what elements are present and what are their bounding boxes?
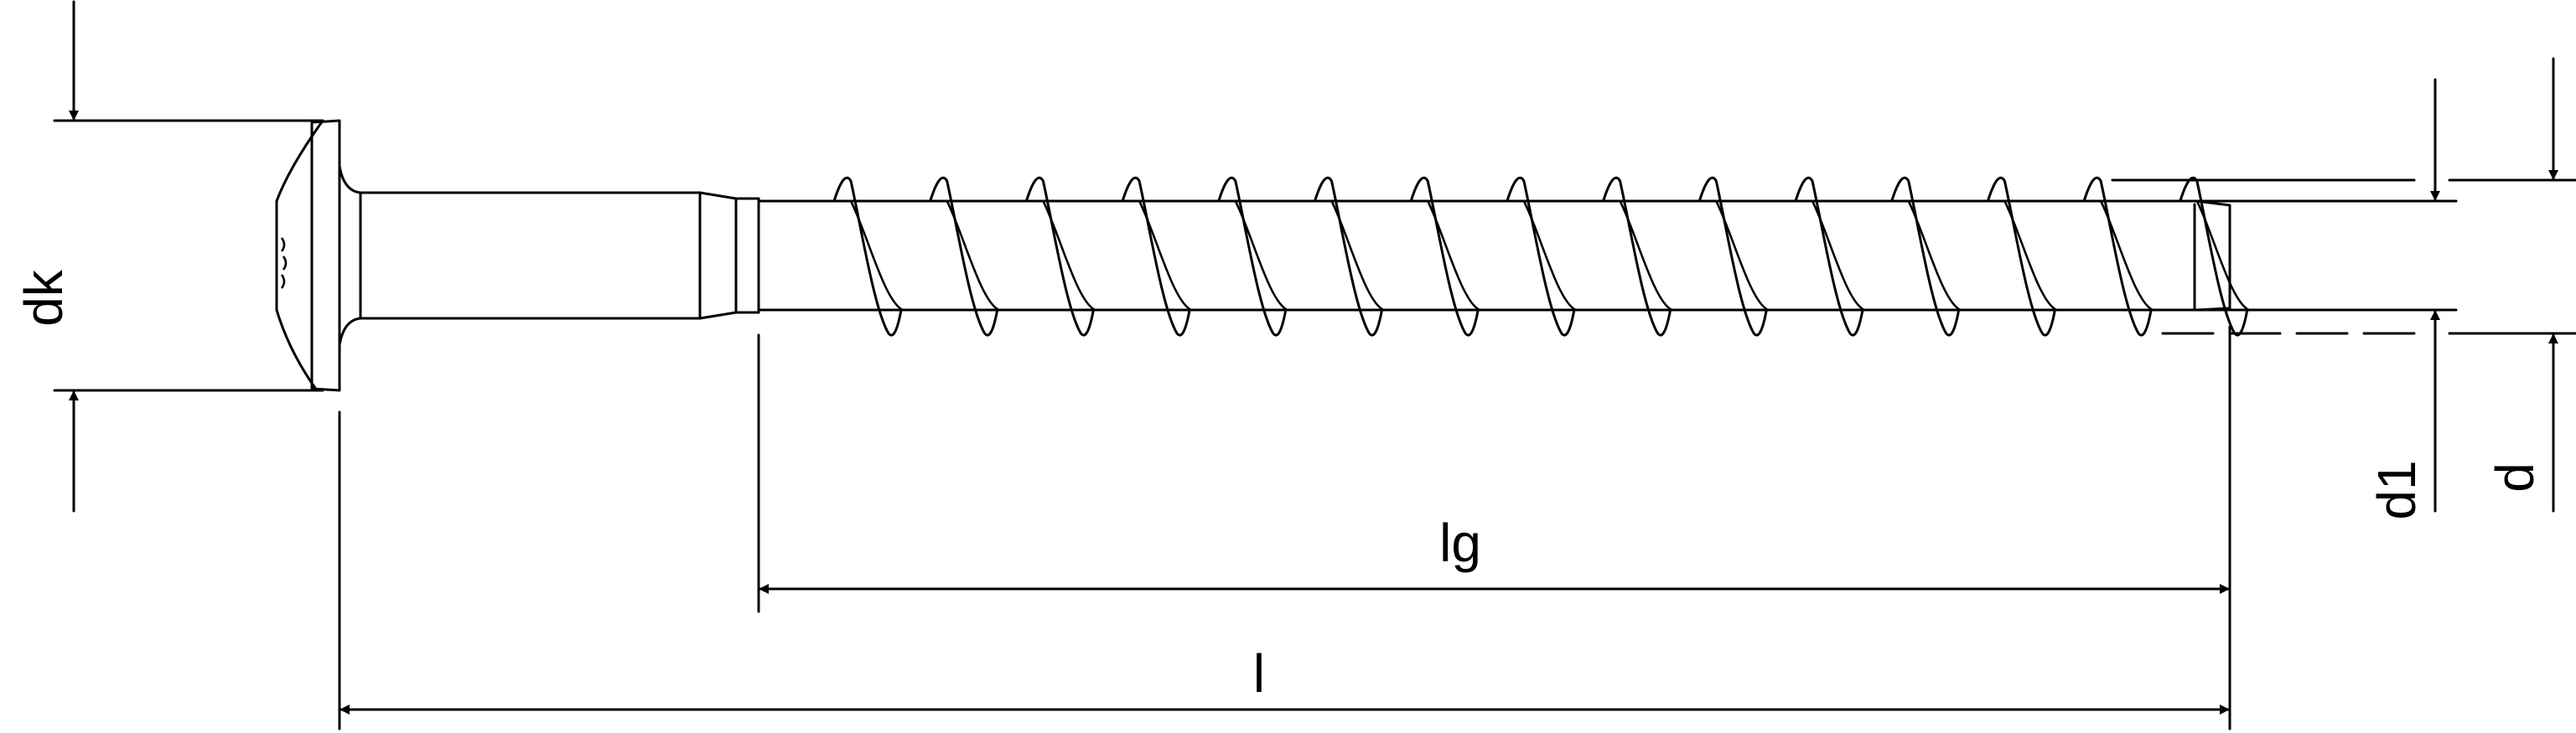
d1-dimension: d1 (2169, 78, 2458, 520)
thread-flight (1314, 176, 1383, 337)
thread-flight-back (1330, 200, 1385, 312)
lg-dimension: lg (757, 513, 2231, 594)
thread-flight (1697, 176, 1768, 337)
thread-flight (1409, 176, 1480, 337)
d-label: d (2485, 462, 2545, 493)
thread-flight (1506, 176, 1576, 337)
thread-flight-back (1042, 200, 1096, 312)
lg-label: lg (1439, 513, 1481, 573)
thread-flight-back (1715, 200, 1769, 312)
thread-flight-back (1811, 200, 1865, 312)
dk-dimension: dk (13, 0, 79, 513)
l-label: l (1253, 643, 1265, 704)
thread-flight-back (1234, 200, 1288, 312)
thread-flight-back (2099, 200, 2154, 312)
head-underside (338, 164, 362, 347)
thread-flight-back (1427, 200, 1480, 312)
screw-head (53, 119, 362, 392)
thread-flight (832, 176, 903, 337)
d-dimension: d (2111, 57, 2576, 513)
dk-label: dk (13, 269, 74, 327)
thread-flight-back (2195, 200, 2250, 312)
thread-flight-back (1619, 200, 1673, 312)
l-dimension: l (338, 643, 2231, 715)
thread-flight-back (2003, 200, 2058, 312)
head-dome-outline (275, 119, 324, 392)
thread-flight (1602, 176, 1672, 337)
thread-flight-back (1522, 200, 1577, 312)
d1-label: d1 (2366, 460, 2427, 519)
screw-thread (757, 176, 2250, 337)
thread-flight (1890, 176, 1961, 337)
thread-flight (929, 176, 999, 337)
head-rim (310, 119, 341, 392)
thread-flight (1217, 176, 1288, 337)
thread-flight (2082, 176, 2153, 337)
thread-flight-back (1907, 200, 1962, 312)
thread-flight (1794, 176, 1864, 337)
thread-flight (1121, 176, 1191, 337)
thread-flight (1986, 176, 2056, 337)
thread-flight-back (946, 200, 1000, 312)
thread-flight-back (849, 200, 904, 312)
thread-flight (1024, 176, 1095, 337)
head-marking (280, 237, 288, 289)
screw-shank (359, 191, 760, 320)
thread-flight-back (1138, 200, 1192, 312)
